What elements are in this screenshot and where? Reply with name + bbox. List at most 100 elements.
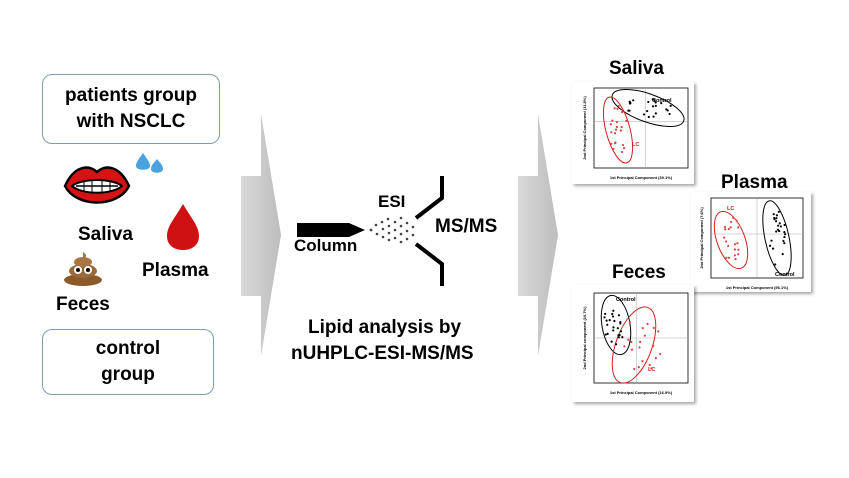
lips-icon	[63, 166, 131, 204]
lc-point	[613, 132, 617, 135]
flow-arrow-1	[241, 114, 281, 356]
control-group-box: control group	[42, 329, 214, 395]
lc-point	[659, 352, 662, 356]
lc-group-label: LC	[632, 142, 639, 148]
control-point	[653, 99, 656, 102]
lc-point	[628, 321, 631, 324]
lc-point	[724, 240, 728, 243]
lc-point	[724, 228, 727, 231]
lc-point	[737, 248, 740, 251]
lc-point	[621, 111, 624, 114]
lc-point	[616, 107, 619, 110]
x-axis-label: 1st Principal Component (16.9%)	[610, 390, 673, 395]
control-point	[770, 239, 773, 242]
control-point	[777, 210, 780, 213]
lc-point	[735, 219, 738, 222]
control-point	[612, 309, 615, 312]
control-point	[619, 322, 622, 325]
control-point	[783, 230, 786, 234]
lc-point	[648, 363, 651, 367]
y-axis-label: 2nd Principal component (10.7%)	[582, 306, 587, 370]
lc-ellipse	[713, 210, 749, 270]
feces-label: Feces	[56, 294, 110, 315]
lc-point	[657, 330, 660, 333]
lc-point	[630, 340, 633, 344]
control-group-label: Control	[616, 297, 636, 303]
lc-point	[615, 120, 619, 124]
lc-point	[652, 344, 655, 348]
control-point	[612, 326, 615, 329]
lc-point	[623, 345, 626, 348]
control-point	[783, 235, 786, 239]
control-point	[775, 217, 778, 220]
lc-point	[737, 226, 740, 229]
lc-point	[613, 107, 616, 110]
msms-label: MS/MS	[435, 216, 498, 237]
control-point	[613, 319, 616, 323]
control-point	[647, 100, 650, 104]
patients-group-label: patients group with NSCLC	[65, 85, 197, 132]
control-point	[632, 99, 635, 102]
lc-point	[620, 150, 624, 154]
control-point	[610, 340, 613, 343]
lc-point	[652, 326, 655, 330]
control-point	[606, 323, 609, 326]
feces-chart-title: Feces	[612, 262, 666, 283]
lc-point	[734, 257, 737, 261]
control-point	[772, 213, 775, 216]
lc-point	[621, 143, 625, 147]
control-point	[603, 316, 606, 319]
control-point	[768, 244, 772, 247]
x-axis-label: 1st Principal Component (56.1%)	[726, 285, 789, 290]
lc-ellipse	[602, 96, 634, 164]
control-point	[604, 312, 607, 316]
lc-point	[622, 147, 626, 150]
control-point	[784, 233, 787, 236]
control-point	[669, 104, 672, 107]
control-point	[775, 220, 778, 223]
saliva-chart-title: Saliva	[609, 58, 664, 79]
lc-ellipse	[611, 306, 657, 384]
lc-point	[627, 338, 630, 341]
flow-arrow-2	[518, 114, 558, 356]
caption-line-2: nUHPLC-ESI-MS/MS	[291, 343, 474, 364]
control-point	[775, 214, 778, 217]
control-point	[779, 225, 783, 228]
control-point	[629, 101, 632, 105]
control-point	[776, 228, 780, 231]
lc-point	[614, 128, 618, 131]
lc-point	[620, 125, 623, 129]
lc-point	[733, 248, 736, 251]
control-point	[612, 329, 615, 332]
y-axis-label: 2nd Principal Component (7.6%)	[699, 207, 704, 269]
lc-point	[609, 123, 612, 126]
lc-point	[723, 225, 727, 229]
saliva-label: Saliva	[78, 224, 133, 245]
lc-point	[730, 220, 733, 223]
control-point	[616, 327, 619, 330]
control-point	[605, 319, 608, 322]
lc-point	[610, 142, 613, 145]
lc-point	[619, 129, 622, 132]
control-point	[651, 105, 655, 108]
lc-point	[617, 104, 620, 108]
column-label: Column	[294, 236, 358, 255]
control-ellipse	[611, 89, 685, 127]
control-point	[781, 252, 784, 256]
lc-point	[732, 216, 735, 219]
control-point	[617, 336, 620, 339]
caption-line-1: Lipid analysis by	[308, 317, 462, 338]
lc-point	[615, 125, 619, 129]
control-point	[608, 319, 611, 322]
control-point	[775, 230, 778, 233]
lc-point	[646, 322, 649, 326]
lc-point	[725, 256, 728, 259]
control-point	[651, 98, 654, 101]
esi-label: ESI	[378, 192, 406, 211]
lc-point	[723, 236, 726, 239]
control-ellipse	[762, 200, 792, 276]
control-point	[654, 104, 657, 107]
control-point	[654, 101, 657, 104]
control-point	[782, 239, 785, 243]
